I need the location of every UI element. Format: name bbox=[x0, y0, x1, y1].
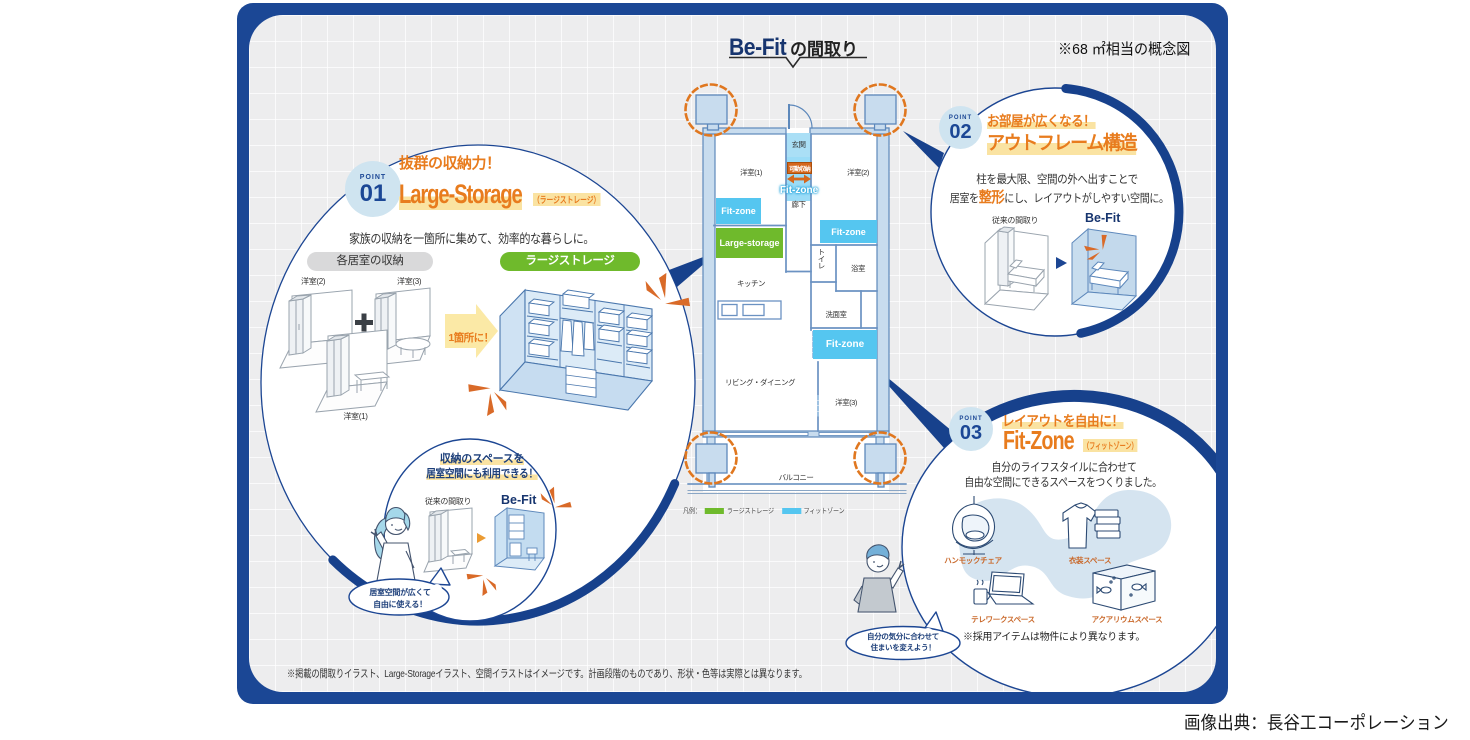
point2-pointer-wedge bbox=[903, 131, 944, 168]
telework-illustration bbox=[973, 571, 1035, 605]
movable-storage-arrow bbox=[787, 174, 811, 184]
genkan-label: 玄関 bbox=[791, 140, 807, 149]
subcircle-after-room bbox=[493, 507, 545, 571]
plan-legend: 凡例：ラージストレージフィットゾーン bbox=[683, 507, 845, 515]
subcircle-arrow bbox=[477, 533, 486, 543]
woman-speech-text: 居室空間が広くて 自由に使える！ bbox=[369, 588, 431, 609]
item-telework-label: テレワークスペース bbox=[971, 615, 1035, 624]
point1-description: 家族の収納を一箇所に集めて、効率的な暮らしに。 bbox=[349, 232, 595, 246]
window-left bbox=[717, 431, 809, 437]
room1-plan-label: 洋室(1) bbox=[740, 168, 762, 177]
point1-heading: Large-Storage（ラージストレージ） bbox=[399, 179, 600, 210]
dashed-circle-br bbox=[853, 431, 907, 485]
point3-note: ※採用アイテムは物件により異なります。 bbox=[963, 632, 1146, 643]
subcircle-line2: 居室空間にも利用できる！ bbox=[426, 468, 538, 480]
point2-desc-line1: 柱を最大限、空間の外へ出すことで bbox=[976, 174, 1138, 186]
wall-top-left bbox=[702, 127, 787, 135]
scale-note: ※68 ㎡相当の概念図 bbox=[1058, 41, 1191, 58]
point1-tagline: 抜群の収納力！ bbox=[399, 155, 501, 172]
plus-icon bbox=[355, 313, 373, 332]
column-top-right bbox=[864, 94, 897, 125]
speech-bubble-woman bbox=[348, 567, 451, 616]
item-hammock-label: ハンモックチェア bbox=[944, 556, 1002, 565]
subcircle-before-label: 従来の間取り bbox=[425, 497, 472, 506]
before-pill: 各居室の収納 bbox=[307, 252, 433, 271]
room1-label: 洋室(1) bbox=[343, 412, 368, 421]
p2-arrow bbox=[1056, 257, 1067, 269]
speech-bubble-man bbox=[845, 611, 961, 661]
one-place-label: 1箇所に！ bbox=[448, 332, 494, 344]
fit-zone-box-3: Fit-zone bbox=[813, 330, 877, 359]
movable-storage-badge: 可動収納 bbox=[787, 162, 812, 174]
column-bottom-right bbox=[864, 443, 897, 474]
dashed-circle-tl bbox=[684, 83, 738, 137]
closet-room3 bbox=[365, 287, 431, 367]
disclaimer-text: ※掲載の間取りイラスト、Large-Storageイラスト、空間イラストはイメー… bbox=[287, 668, 807, 680]
storage-room-illustration bbox=[498, 288, 654, 411]
p2-before-room bbox=[983, 226, 1050, 311]
room2-plan-label: 洋室(2) bbox=[847, 168, 869, 177]
fit-zone-box-1: Fit-zone bbox=[716, 198, 761, 224]
subcircle-before-closet bbox=[423, 507, 473, 573]
item-clothes-label: 衣装スペース bbox=[1068, 556, 1112, 565]
legend-swatch-blue bbox=[781, 507, 801, 515]
vector-art bbox=[260, 56, 1216, 692]
one-place-arrow bbox=[445, 304, 498, 358]
wall-top-right bbox=[809, 127, 890, 135]
room3-label: 洋室(3) bbox=[397, 277, 422, 286]
washroom-label: 洗面室 bbox=[825, 310, 848, 319]
genkan-floor bbox=[786, 133, 811, 157]
clothes-illustration bbox=[1062, 502, 1121, 549]
dashed-circle-bl bbox=[684, 431, 738, 485]
man-illustration bbox=[853, 544, 905, 613]
man-speech-text: 自分の気分に合わせて 住まいを変えよう！ bbox=[867, 632, 939, 652]
fit-zone-box-2: Fit-zone bbox=[820, 220, 877, 243]
toilet-label: トイレ bbox=[817, 248, 826, 269]
subcircle-after-label: Be-Fit bbox=[501, 493, 537, 507]
brand-name: Be-Fit bbox=[729, 34, 787, 61]
floor-plan bbox=[684, 83, 907, 494]
point2-heading: アウトフレーム構造 bbox=[987, 128, 1138, 155]
item-aquarium-label: アクアリウムスペース bbox=[1091, 615, 1163, 624]
kitchen-label: キッチン bbox=[737, 279, 766, 288]
subcircle-line1: 収納のスペースを bbox=[439, 453, 525, 465]
image-source-caption: 画像出典：長谷工コーポレーション bbox=[1184, 713, 1449, 733]
woman-illustration bbox=[370, 506, 417, 587]
point3-desc-line2: 自由な空間にできるスペースをつくりました。 bbox=[964, 477, 1162, 489]
aquarium-illustration bbox=[1092, 564, 1156, 611]
large-storage-box: Large-storage bbox=[716, 228, 783, 258]
point3-heading: Fit-Zone（フィットゾーン） bbox=[1003, 425, 1138, 455]
point3-badge: POINT 03 bbox=[949, 407, 993, 451]
point3-tagline: レイアウトを自由に！ bbox=[1002, 413, 1124, 429]
point2-badge: POINT 02 bbox=[939, 106, 982, 149]
after-pill: ラージストレージ bbox=[500, 252, 640, 271]
point2-before-label: 従来の間取り bbox=[992, 216, 1039, 225]
hammock-chair-illustration bbox=[952, 496, 995, 555]
wall-left bbox=[702, 127, 716, 438]
point2-after-label: Be-Fit bbox=[1085, 211, 1121, 225]
point2-desc-line2: 居室を整形にし、レイアウトがしやすい空間に。 bbox=[949, 189, 1169, 206]
point2-tagline: お部屋が広くなる！ bbox=[987, 113, 1096, 129]
room2-label: 洋室(2) bbox=[301, 277, 326, 286]
legend-swatch-green bbox=[705, 507, 725, 515]
point1-badge: POINT 01 bbox=[345, 161, 401, 217]
dashed-circle-tr bbox=[853, 83, 907, 137]
bath-label: 浴室 bbox=[851, 264, 866, 273]
title-underline bbox=[729, 56, 867, 69]
balcony-label: バルコニー bbox=[778, 473, 814, 482]
column-top-left bbox=[695, 94, 728, 125]
living-label: リビング・ダイニング bbox=[725, 378, 796, 387]
entrance-door bbox=[788, 104, 813, 129]
corridor-label: 廊下 bbox=[791, 200, 807, 209]
p2-after-room bbox=[1070, 227, 1138, 311]
closet-room1 bbox=[315, 329, 391, 413]
column-bottom-left bbox=[695, 443, 728, 474]
before-rooms-illustration bbox=[279, 287, 431, 413]
room3-plan-label: 洋室(3) bbox=[835, 398, 857, 407]
corridor-fit-zone-label: Fit-zone bbox=[779, 185, 819, 196]
point3-desc-line1: 自分のライフスタイルに合わせて bbox=[991, 462, 1137, 474]
